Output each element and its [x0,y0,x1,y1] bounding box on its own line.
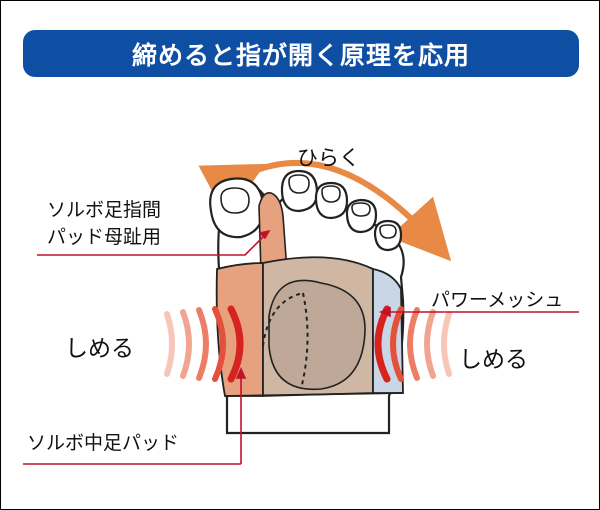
toe-spacer-pad [258,191,288,274]
tighten-arcs-left [164,305,244,383]
open-arrow [198,159,452,262]
tighten-arcs-right [374,305,452,383]
open-label: ひらく [297,146,360,170]
tighten-right-label: しめる [459,347,528,373]
mesh-label: パワーメッシュ [431,289,564,311]
pad-dotted-outline [262,292,304,347]
toe-spacer-label-line2: パッド母趾用 [47,226,162,248]
title-banner: 締めると指が開く原理を応用 [23,30,579,77]
toenails [220,174,397,239]
metatarsal-pad [268,279,366,391]
tighten-left-label: しめる [65,336,134,362]
leader-lines [23,229,579,465]
toe-spacer-label-line1: ソルボ足指間 [47,199,162,221]
metatarsal-pad-label: ソルボ中足パッド [27,432,180,454]
toe-spacer-label: ソルボ足指間 パッド母趾用 [47,197,161,251]
